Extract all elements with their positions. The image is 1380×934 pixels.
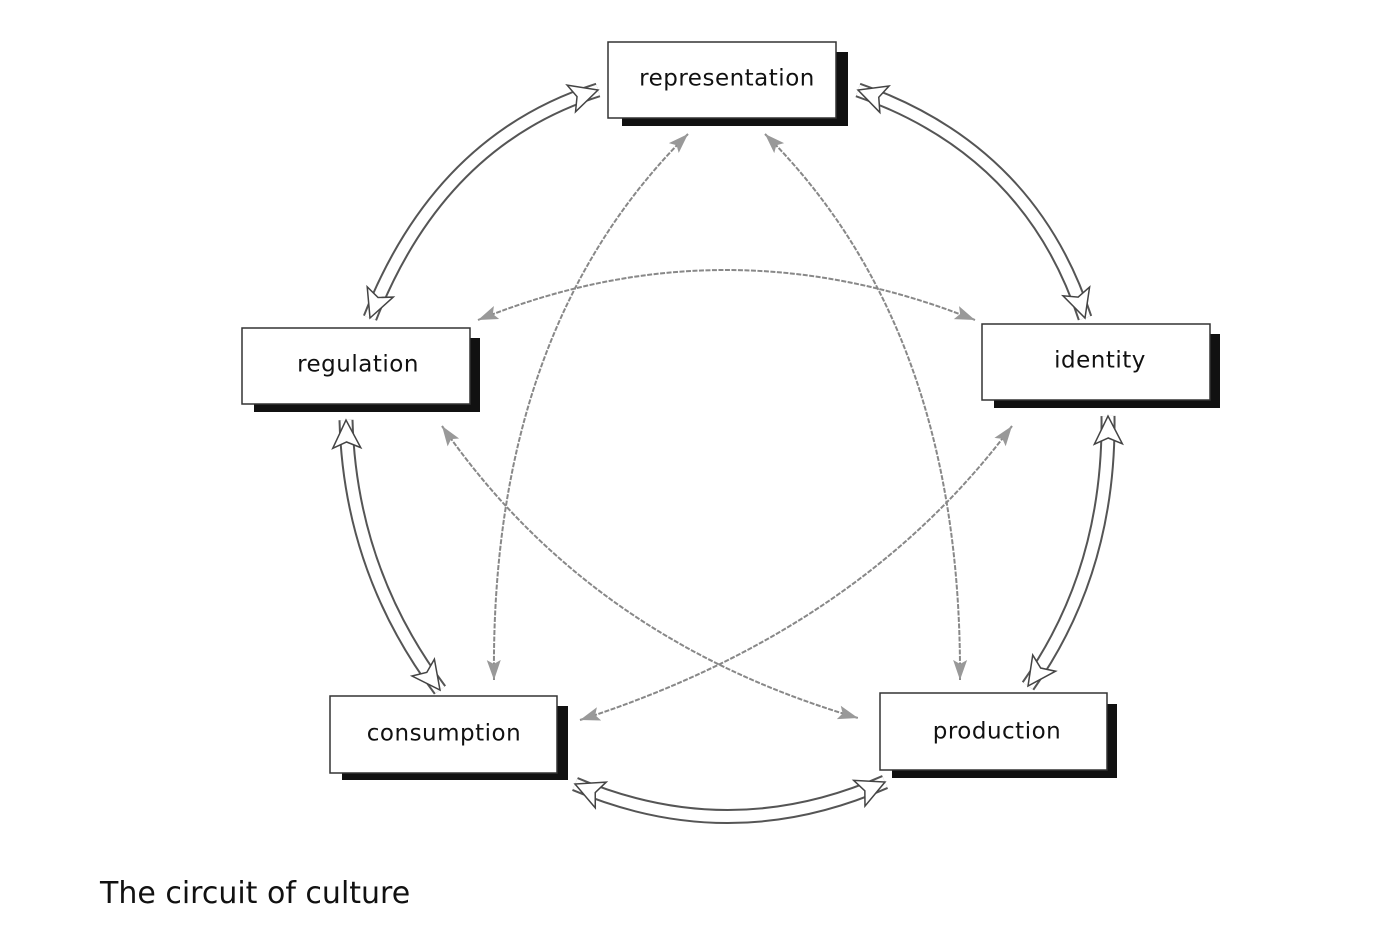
node-label: representation — [639, 66, 815, 92]
arrow-regulation-identity — [477, 269, 976, 321]
arrow-regulation-production — [441, 425, 859, 720]
arrow-representation-consumption — [486, 133, 689, 681]
inner-arrows — [441, 133, 1013, 721]
outer-arrows — [331, 82, 1124, 824]
node-label: consumption — [367, 721, 521, 747]
arrow-identity-consumption — [579, 425, 1013, 721]
node-representation: representation — [607, 41, 848, 126]
arrow-representation-production — [764, 133, 968, 681]
node-regulation: regulation — [241, 327, 480, 412]
arrow-representation-identity — [855, 82, 1093, 321]
node-production: production — [879, 692, 1117, 778]
arrow-consumption-regulation — [331, 418, 447, 695]
node-label: regulation — [297, 352, 419, 378]
arrow-identity-production — [1021, 414, 1124, 691]
arrow-production-consumption — [572, 775, 889, 824]
node-identity: identity — [981, 323, 1220, 408]
arrow-representation-regulation — [363, 82, 601, 321]
node-label: identity — [1054, 348, 1146, 374]
figure-caption: The circuit of culture — [100, 876, 411, 911]
node-consumption: consumption — [329, 695, 568, 780]
node-label: production — [933, 719, 1062, 745]
